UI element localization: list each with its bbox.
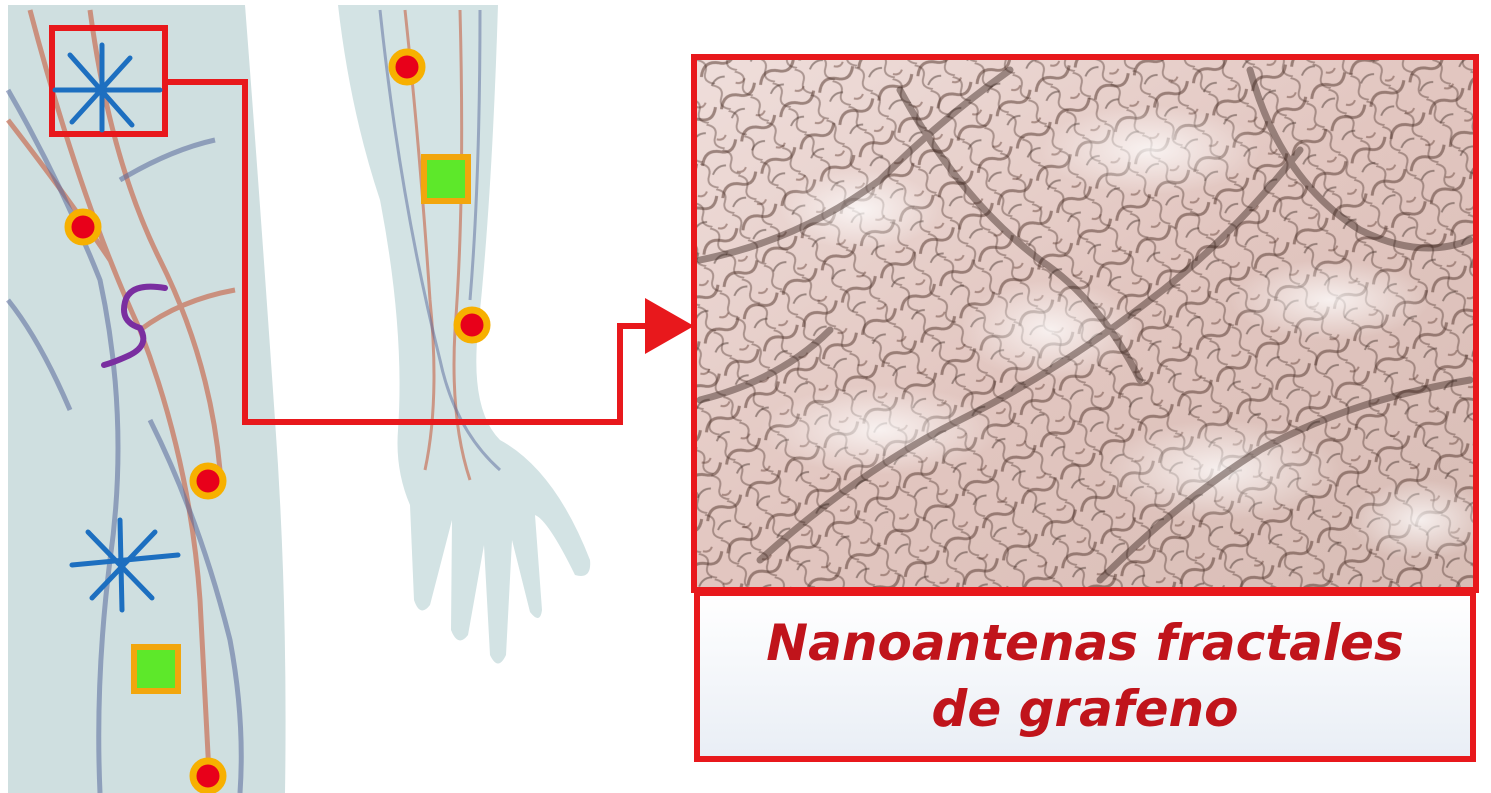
green-square-marker-icon: [134, 647, 178, 691]
red-dot-marker-icon: [68, 212, 98, 242]
red-dot-marker-icon: [193, 761, 223, 791]
red-dot-marker-icon: [392, 52, 422, 82]
caption-box: Nanoantenas fractales de grafeno: [694, 590, 1476, 762]
connector-arrow-head: [645, 298, 694, 354]
red-dot-marker-icon: [457, 310, 487, 340]
red-dot-marker-icon: [193, 466, 223, 496]
green-square-marker-icon: [424, 157, 468, 201]
graphene-fractal-micrograph: [697, 60, 1490, 587]
caption-title: Nanoantenas fractales de grafeno: [700, 610, 1470, 742]
